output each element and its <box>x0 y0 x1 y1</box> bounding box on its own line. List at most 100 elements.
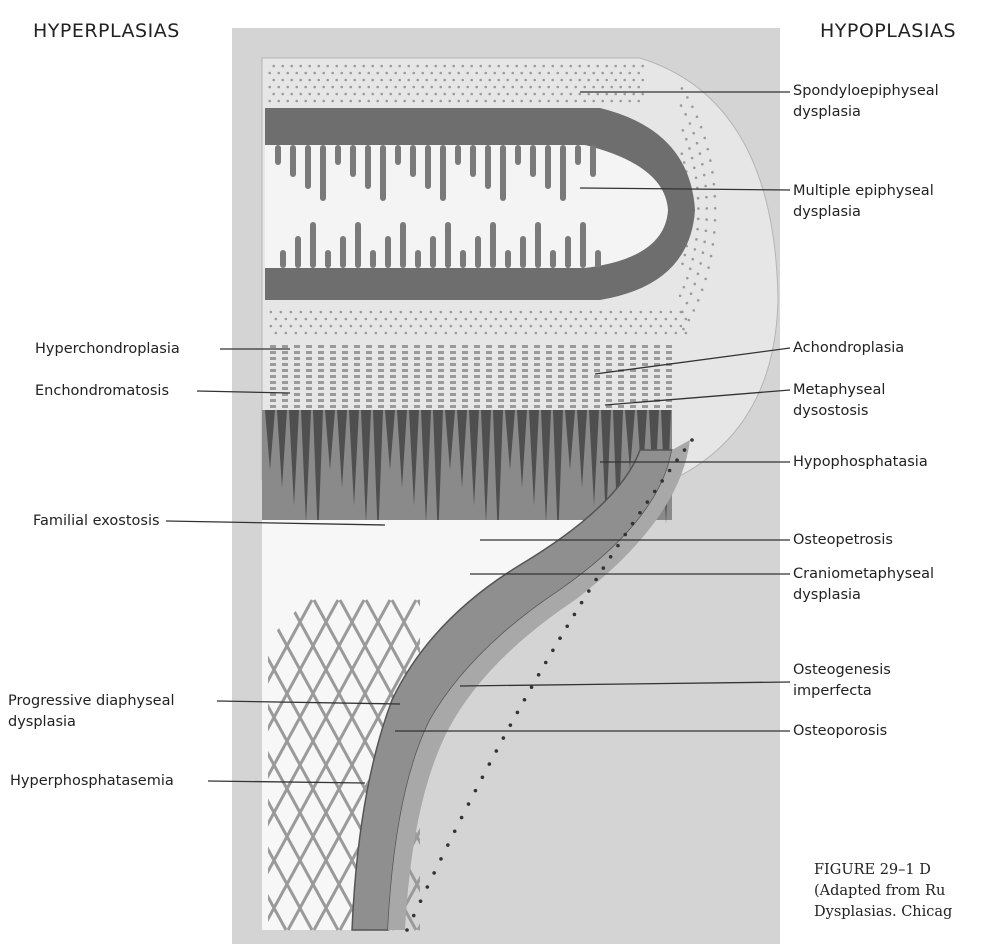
chondrocyte <box>630 363 636 366</box>
chondrocyte <box>642 363 648 366</box>
cell-dot <box>510 311 513 314</box>
chondrocyte <box>582 399 588 402</box>
cell-dot <box>493 72 496 75</box>
cell-dot <box>710 255 713 258</box>
cell-dot <box>308 93 311 96</box>
cell-dot <box>714 219 717 222</box>
cell-dot <box>689 122 692 125</box>
cell-dot <box>524 79 527 82</box>
cell-dot <box>390 325 393 328</box>
cell-dot <box>371 65 374 68</box>
cell-dot <box>353 79 356 82</box>
cell-dot <box>394 72 397 75</box>
cell-dot <box>696 115 699 118</box>
cell-dot <box>360 311 363 314</box>
cell-dot <box>585 318 588 321</box>
cell-dot <box>623 79 626 82</box>
cell-dot <box>344 93 347 96</box>
chondrocyte <box>642 351 648 354</box>
chondrocyte <box>654 357 660 360</box>
cell-dot <box>511 72 514 75</box>
cell-dot <box>614 79 617 82</box>
cell-dot <box>691 258 694 261</box>
trabecula <box>460 250 466 268</box>
cell-dot <box>310 325 313 328</box>
chondrocyte <box>450 357 456 360</box>
cell-dot <box>520 100 523 103</box>
cell-dot <box>574 72 577 75</box>
chondrocyte <box>378 375 384 378</box>
trabecula <box>595 250 601 268</box>
periosteal-dot <box>616 544 620 548</box>
chondrocyte <box>486 345 492 348</box>
cell-dot <box>632 93 635 96</box>
cell-dot <box>421 72 424 75</box>
chondrocyte <box>606 387 612 390</box>
cell-dot <box>506 93 509 96</box>
chondrocyte <box>426 393 432 396</box>
cell-dot <box>570 325 573 328</box>
cell-dot <box>317 65 320 68</box>
chondrocyte <box>330 363 336 366</box>
chondrocyte <box>666 375 672 378</box>
trabecula <box>400 222 406 268</box>
chondrocyte <box>642 345 648 348</box>
cell-dot <box>701 288 704 291</box>
cell-dot <box>475 72 478 75</box>
chondrocyte <box>414 375 420 378</box>
cell-dot <box>556 86 559 89</box>
chondrocyte <box>330 381 336 384</box>
cell-dot <box>299 65 302 68</box>
cell-dot <box>345 318 348 321</box>
cell-dot <box>371 79 374 82</box>
chondrocyte <box>606 399 612 402</box>
chondrocyte <box>642 357 648 360</box>
chondrocyte <box>438 357 444 360</box>
label-osteoporosis: Osteoporosis <box>793 721 887 742</box>
cell-dot <box>275 332 278 335</box>
chondrocyte <box>534 399 540 402</box>
cell-dot <box>290 325 293 328</box>
periosteal-dot <box>523 698 527 702</box>
label-line: dysplasia <box>793 102 939 123</box>
periosteal-dot <box>594 578 598 582</box>
chondrocyte <box>414 393 420 396</box>
cell-dot <box>380 325 383 328</box>
cell-dot <box>403 72 406 75</box>
chondrocyte <box>426 345 432 348</box>
label-line: dysostosis <box>793 401 885 422</box>
chondrocyte <box>510 399 516 402</box>
cell-dot <box>565 100 568 103</box>
chondrocyte <box>342 357 348 360</box>
chondrocyte <box>546 393 552 396</box>
chondrocyte <box>390 363 396 366</box>
cell-dot <box>452 65 455 68</box>
chondrocyte <box>366 387 372 390</box>
cell-dot <box>625 332 628 335</box>
chondrocyte <box>270 393 276 396</box>
cell-dot <box>465 332 468 335</box>
chondrocyte <box>378 387 384 390</box>
trabecula <box>550 250 556 268</box>
cell-dot <box>317 79 320 82</box>
chondrocyte <box>474 363 480 366</box>
trabecula <box>310 222 316 268</box>
cell-dot <box>362 79 365 82</box>
chondrocyte <box>282 387 288 390</box>
chondrocyte <box>414 405 420 408</box>
chondrocyte <box>342 381 348 384</box>
chondrocyte <box>666 405 672 408</box>
label-line: Craniometaphyseal <box>793 564 934 585</box>
cell-dot <box>620 311 623 314</box>
trabecula <box>580 222 586 268</box>
chondrocyte <box>438 381 444 384</box>
cell-dot <box>353 93 356 96</box>
trabecula <box>475 236 481 268</box>
chondrocyte <box>570 381 576 384</box>
cell-dot <box>425 93 428 96</box>
cell-dot <box>435 318 438 321</box>
chondrocyte <box>330 387 336 390</box>
chondrocyte <box>390 387 396 390</box>
cell-dot <box>395 332 398 335</box>
cell-dot <box>340 72 343 75</box>
